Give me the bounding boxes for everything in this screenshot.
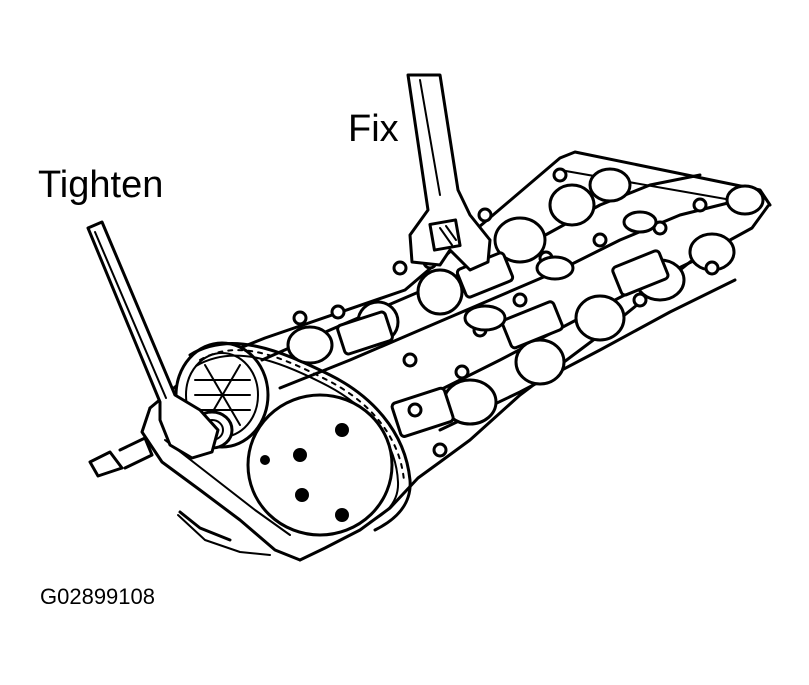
figure-code: G02899108 <box>40 584 155 609</box>
plug-holes <box>463 210 658 332</box>
tighten-wrench <box>86 220 220 460</box>
sprocket-housing <box>246 393 394 537</box>
tighten-label: Tighten <box>38 164 164 206</box>
fix-label: Fix <box>348 108 399 150</box>
shaft-stub <box>88 436 154 478</box>
fix-wrench <box>406 73 492 272</box>
bearing-caps <box>336 249 670 438</box>
